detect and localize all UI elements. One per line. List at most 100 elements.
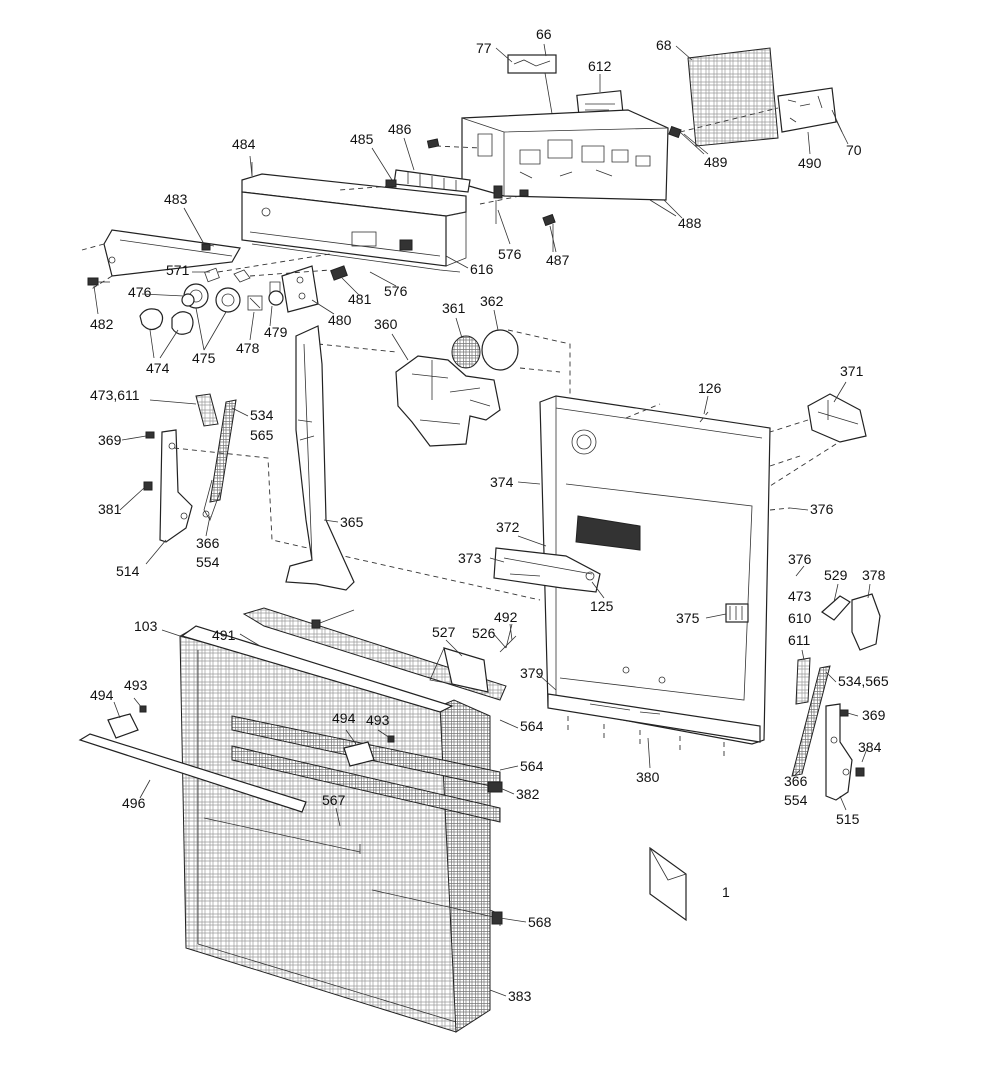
label-610: 610 [788, 610, 812, 626]
control-housing-488 [461, 109, 669, 201]
label-77: 77 [476, 40, 492, 56]
label-483: 483 [164, 191, 188, 207]
handle-496 [78, 733, 307, 813]
label-382: 382 [516, 786, 540, 802]
trim-491 [180, 625, 454, 713]
label-616: 616 [470, 261, 494, 277]
label-494a: 494 [90, 687, 114, 703]
rail-564b [231, 745, 501, 823]
label-376b: 376 [788, 551, 812, 567]
label-360: 360 [374, 316, 398, 332]
label-474: 474 [146, 360, 170, 376]
knob-474b [171, 311, 194, 335]
label-365: 365 [340, 514, 364, 530]
label-371: 371 [840, 363, 864, 379]
module-70 [777, 87, 837, 133]
label-564b: 564 [520, 758, 544, 774]
label-489: 489 [704, 154, 728, 170]
knob-474a [139, 308, 164, 331]
bracket-372 [493, 547, 601, 593]
label-515: 515 [836, 811, 860, 827]
label-376a: 376 [810, 501, 834, 517]
label-475: 475 [192, 350, 216, 366]
label-554b: 554 [784, 792, 808, 808]
label-554a: 554 [196, 554, 220, 570]
label-612: 612 [588, 58, 612, 74]
inner-door-374 [493, 393, 881, 756]
leader-lines [93, 43, 871, 997]
label-375: 375 [676, 610, 700, 626]
pump-360 [395, 355, 501, 447]
control-panel-group [81, 47, 843, 335]
label-491: 491 [212, 627, 236, 643]
label-476: 476 [128, 284, 152, 300]
part-labels: 66 77 612 68 70 490 489 488 484 485 486 … [90, 26, 889, 1004]
bracket-529 [821, 595, 851, 621]
label-481: 481 [348, 291, 372, 307]
label-473: 473 [788, 588, 812, 604]
label-70: 70 [846, 142, 862, 158]
bracket-483 [103, 229, 241, 277]
right-hinge-parts [791, 657, 865, 801]
label-567: 567 [322, 792, 346, 808]
label-494b: 494 [332, 710, 356, 726]
spring-534-565 [791, 665, 831, 777]
hinge-514 [159, 429, 193, 543]
hinge-515 [825, 703, 853, 801]
bag-68 [687, 47, 779, 147]
label-473-611: 473,611 [90, 387, 140, 403]
duct-365 [285, 325, 355, 591]
label-381: 381 [98, 501, 122, 517]
label-486: 486 [388, 121, 412, 137]
label-568: 568 [528, 914, 552, 930]
label-361: 361 [442, 300, 466, 316]
label-383: 383 [508, 988, 532, 1004]
label-478: 478 [236, 340, 260, 356]
label-380: 380 [636, 769, 660, 785]
part-378 [851, 593, 881, 651]
label-571: 571 [166, 262, 190, 278]
spring-534 [209, 399, 237, 503]
label-66: 66 [536, 26, 552, 42]
label-493a: 493 [124, 677, 148, 693]
label-126: 126 [698, 380, 722, 396]
label-378: 378 [862, 567, 886, 583]
label-493b: 493 [366, 712, 390, 728]
label-369a: 369 [98, 432, 122, 448]
outer-door-383 [78, 607, 517, 1033]
label-576a: 576 [498, 246, 522, 262]
label-366b: 366 [784, 773, 808, 789]
label-103: 103 [134, 618, 158, 634]
label-576b: 576 [384, 283, 408, 299]
label-384: 384 [858, 739, 882, 755]
label-68: 68 [656, 37, 672, 53]
envelope-icon [649, 846, 687, 922]
label-487: 487 [546, 252, 570, 268]
label-534-565: 534,565 [838, 673, 889, 689]
bracket-527 [443, 647, 489, 693]
pump-assembly [317, 329, 571, 620]
clip-494a [107, 713, 139, 739]
label-480: 480 [328, 312, 352, 328]
label-125: 125 [590, 598, 614, 614]
strip-473 [195, 393, 219, 427]
door-rear-panel [242, 607, 507, 701]
label-490: 490 [798, 155, 822, 171]
page-number: 1 [722, 884, 730, 900]
label-488: 488 [678, 215, 702, 231]
label-496: 496 [122, 795, 146, 811]
label-379: 379 [520, 665, 544, 681]
label-369b: 369 [862, 707, 886, 723]
label-373: 373 [458, 550, 482, 566]
label-514: 514 [116, 563, 140, 579]
label-526: 526 [472, 625, 496, 641]
label-482: 482 [90, 316, 114, 332]
label-565a: 565 [250, 427, 274, 443]
left-hinge-parts [143, 393, 541, 601]
label-374: 374 [490, 474, 514, 490]
label-527: 527 [432, 624, 456, 640]
label-362: 362 [480, 293, 504, 309]
label-564a: 564 [520, 718, 544, 734]
label-611: 611 [788, 632, 811, 648]
